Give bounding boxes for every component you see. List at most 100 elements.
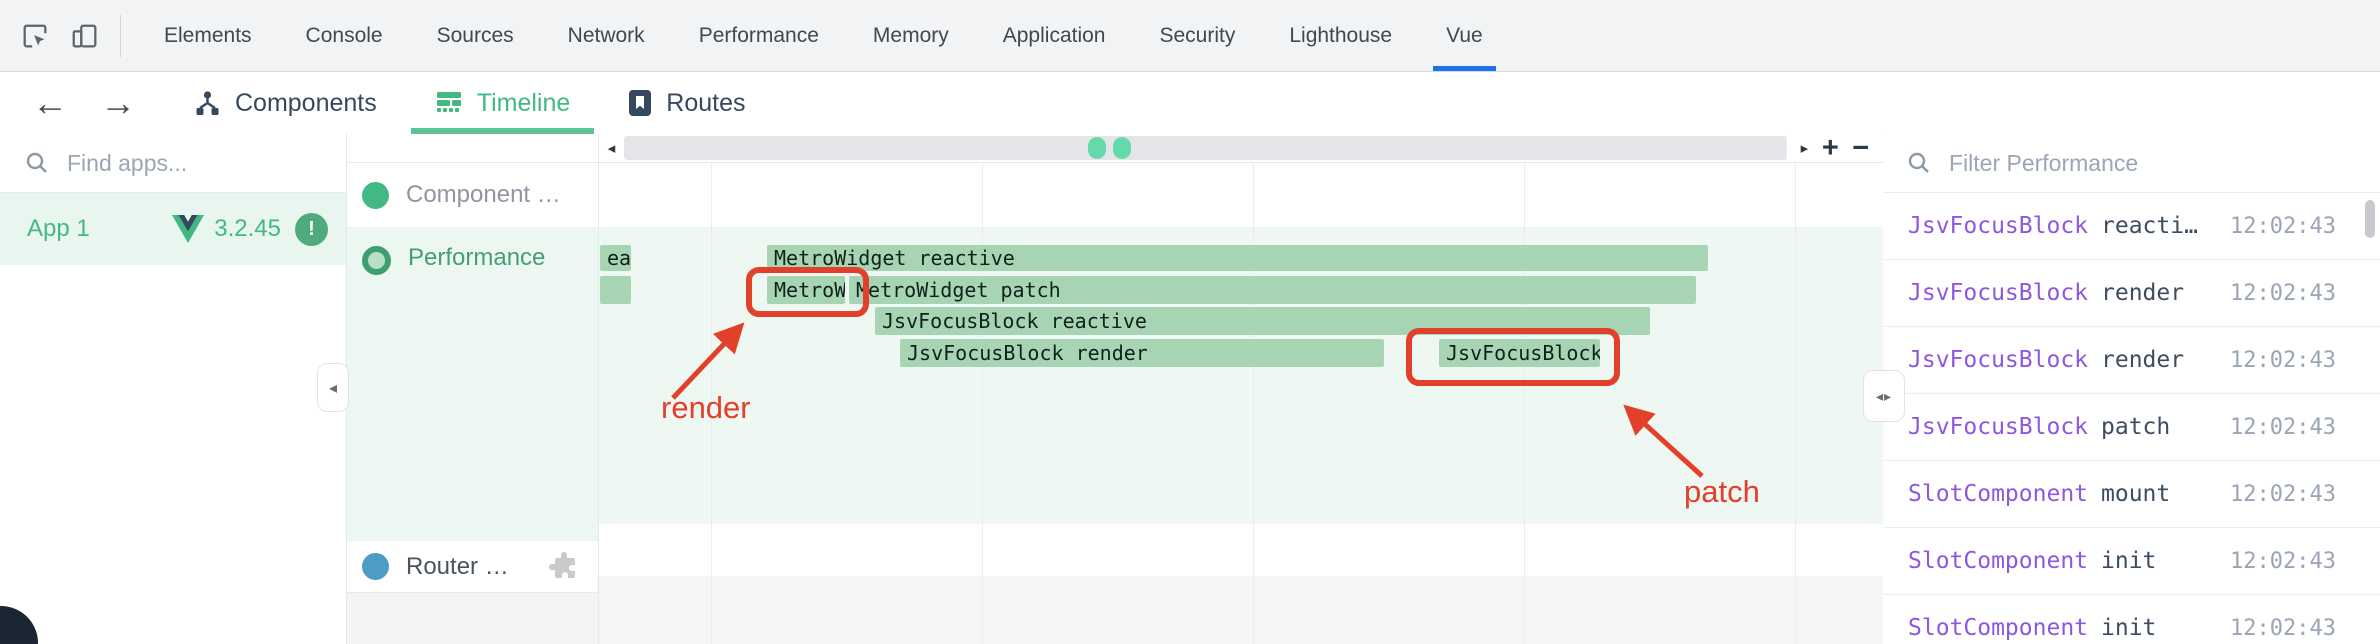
inspect-element-icon[interactable] bbox=[20, 21, 50, 51]
devtools-tab-sources[interactable]: Sources bbox=[436, 23, 514, 47]
timeline-bar[interactable]: JsvFocusBlock render bbox=[900, 339, 1384, 367]
timeline-gridline bbox=[1253, 162, 1254, 644]
layer-router[interactable]: Router … bbox=[347, 541, 598, 593]
layer-component-label: Component … bbox=[406, 181, 561, 208]
layer-performance-label: Performance bbox=[408, 244, 546, 271]
tab-routes[interactable]: Routes bbox=[628, 72, 746, 134]
tab-components-label: Components bbox=[235, 88, 377, 117]
timeline-bar[interactable]: JsvFocusBlock bbox=[1439, 339, 1600, 367]
devtools-tab-memory[interactable]: Memory bbox=[872, 23, 949, 47]
timeline-scrubber[interactable]: ◂ ▸ + − bbox=[599, 134, 1883, 163]
devtools-tabbar: Elements Console Sources Network Performance… bbox=[0, 0, 2380, 72]
zoom-in-button[interactable]: + bbox=[1821, 134, 1839, 164]
event-timestamp: 12:02:43 bbox=[2230, 481, 2336, 507]
tab-routes-label: Routes bbox=[666, 88, 746, 117]
event-type: init bbox=[2101, 615, 2157, 641]
layer-component-events[interactable]: Component … bbox=[347, 163, 598, 228]
timeline-layers-panel: Component … Performance Router … bbox=[347, 134, 599, 644]
event-type: mount bbox=[2101, 481, 2171, 507]
lane-router bbox=[599, 524, 1883, 576]
timeline-bar[interactable] bbox=[600, 276, 631, 304]
layer-router-label: Router … bbox=[406, 552, 509, 580]
event-type: render bbox=[2101, 347, 2185, 373]
event-row[interactable]: JsvFocusBlock reacti… 12:02:43 bbox=[1884, 193, 2380, 260]
layer-performance[interactable]: Performance bbox=[347, 228, 598, 541]
filter-performance-input[interactable] bbox=[1947, 148, 2251, 178]
scrubber-left-arrow[interactable]: ◂ bbox=[599, 134, 624, 162]
timeline-bar[interactable]: ea bbox=[600, 245, 631, 271]
timeline-gridline bbox=[1795, 162, 1796, 644]
tab-components[interactable]: Components bbox=[194, 72, 377, 134]
lane-component-events bbox=[599, 162, 1883, 227]
app-name: App 1 bbox=[27, 215, 90, 242]
event-component-name: JsvFocusBlock bbox=[1908, 213, 2089, 239]
scrubber-selection-end[interactable] bbox=[1113, 137, 1131, 159]
timeline-bar[interactable]: MetroWidget reactive bbox=[767, 245, 1708, 271]
devtools-tab-performance[interactable]: Performance bbox=[698, 23, 819, 47]
event-type: init bbox=[2101, 548, 2157, 574]
layer-color-dot-green bbox=[362, 181, 389, 209]
scrubber-zoom-controls: ▸ + − bbox=[1786, 134, 1883, 164]
zoom-out-button[interactable]: − bbox=[1852, 134, 1870, 164]
event-timestamp: 12:02:43 bbox=[2230, 548, 2336, 574]
vue-devtools-content: App 1 3.2.45 ! Component … Performance bbox=[0, 134, 2380, 644]
event-row[interactable]: SlotComponent init 12:02:43 bbox=[1884, 528, 2380, 595]
lane-footer bbox=[599, 576, 1883, 644]
event-timestamp: 12:02:43 bbox=[2230, 280, 2336, 306]
timeline-gridline bbox=[1524, 162, 1525, 644]
device-toolbar-icon[interactable] bbox=[70, 21, 100, 51]
event-type: render bbox=[2101, 280, 2185, 306]
event-component-name: SlotComponent bbox=[1908, 548, 2089, 574]
devtools-tab-security[interactable]: Security bbox=[1159, 23, 1236, 47]
events-panel-resize-handle[interactable]: ◂▸ bbox=[1863, 370, 1905, 422]
forward-arrow-icon[interactable]: → bbox=[100, 82, 136, 123]
devtools-tab-application[interactable]: Application bbox=[1002, 23, 1106, 47]
events-scrollbar-thumb[interactable] bbox=[2365, 200, 2375, 238]
scrubber-selection-start[interactable] bbox=[1088, 137, 1106, 159]
toolbar-separator bbox=[120, 14, 121, 57]
devtools-tab-strip: Elements Console Sources Network Performance… bbox=[137, 1, 1510, 71]
vue-logo-icon bbox=[172, 215, 205, 243]
devtools-tab-elements[interactable]: Elements bbox=[164, 23, 252, 47]
devtools-tab-vue[interactable]: Vue bbox=[1419, 1, 1510, 71]
layers-footer-area bbox=[347, 593, 598, 644]
event-timestamp: 12:02:43 bbox=[2230, 213, 2336, 239]
devtools-tab-network[interactable]: Network bbox=[567, 23, 645, 47]
new-version-badge[interactable]: ! bbox=[295, 212, 328, 246]
events-filter-row bbox=[1884, 134, 2380, 193]
scrubber-track[interactable] bbox=[624, 136, 1787, 160]
event-timestamp: 12:02:43 bbox=[2230, 414, 2336, 440]
apps-search-row bbox=[0, 134, 346, 193]
timeline-bar[interactable]: MetroW bbox=[767, 276, 845, 304]
event-row[interactable]: JsvFocusBlock render 12:02:43 bbox=[1884, 327, 2380, 394]
layers-header-strip bbox=[347, 134, 598, 163]
app-list-item[interactable]: App 1 3.2.45 ! bbox=[0, 193, 346, 265]
event-type: reacti… bbox=[2101, 213, 2198, 239]
event-component-name: JsvFocusBlock bbox=[1908, 347, 2089, 373]
timeline-bar[interactable]: MetroWidget patch bbox=[849, 276, 1696, 304]
devtools-tab-console[interactable]: Console bbox=[305, 23, 383, 47]
find-apps-input[interactable] bbox=[65, 148, 289, 178]
sidebar-collapse-handle[interactable]: ◂ bbox=[317, 363, 349, 412]
performance-events-panel: JsvFocusBlockreacti…12:02:43JsvFocusBloc… bbox=[1884, 134, 2380, 644]
annotation-box-patch bbox=[1406, 328, 1620, 386]
tab-timeline-label: Timeline bbox=[476, 88, 571, 117]
apps-sidebar: App 1 3.2.45 ! bbox=[0, 134, 347, 644]
timeline-icon bbox=[436, 92, 461, 112]
plugin-puzzle-icon bbox=[549, 552, 575, 578]
dark-corner-decoration bbox=[0, 606, 38, 644]
tab-timeline[interactable]: Timeline bbox=[410, 72, 594, 134]
back-arrow-icon[interactable]: ← bbox=[32, 82, 68, 123]
scrubber-right-arrow[interactable]: ▸ bbox=[1800, 140, 1809, 157]
event-timestamp: 12:02:43 bbox=[2230, 347, 2336, 373]
annotation-box-render bbox=[746, 267, 869, 317]
devtools-tab-lighthouse[interactable]: Lighthouse bbox=[1289, 23, 1393, 47]
event-component-name: JsvFocusBlock bbox=[1908, 414, 2089, 440]
